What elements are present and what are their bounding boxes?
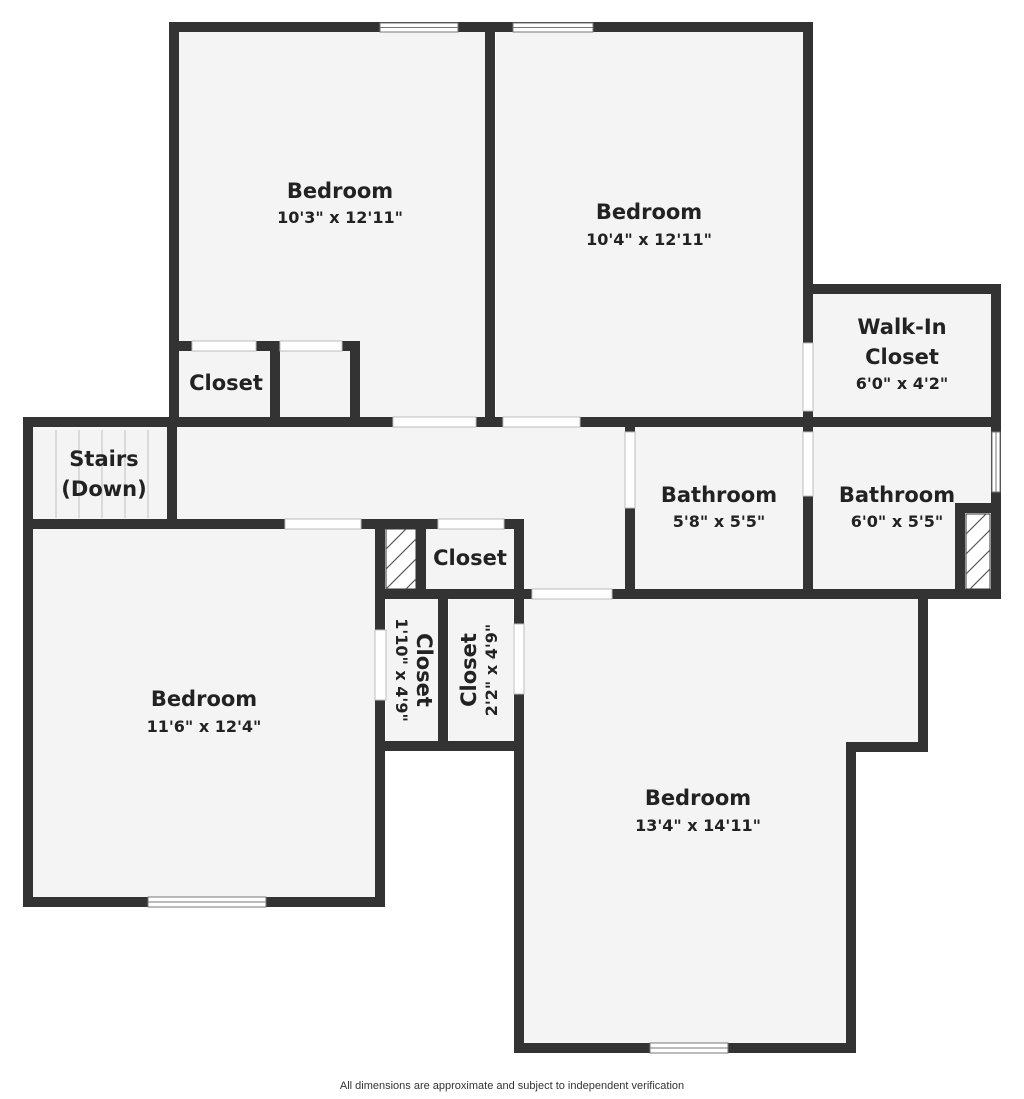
room-closet-vertical-left: Closet 1'10" x 4'9"	[392, 618, 436, 722]
room-bedroom-top-right: Bedroom 10'4" x 12'11"	[586, 200, 712, 249]
room-closet-top: Closet	[189, 371, 263, 395]
svg-text:Walk-In: Walk-In	[857, 315, 946, 339]
svg-text:6'0" x 4'2": 6'0" x 4'2"	[856, 374, 948, 393]
svg-text:Closet: Closet	[865, 345, 939, 369]
disclaimer-text: All dimensions are approximate and subje…	[339, 1080, 685, 1092]
walls	[23, 22, 1001, 1053]
floor-areas	[33, 32, 991, 1043]
room-stairs: Stairs (Down)	[61, 447, 146, 501]
svg-text:(Down): (Down)	[61, 477, 146, 501]
svg-text:Bathroom: Bathroom	[661, 483, 777, 507]
floor-hallway-lower	[523, 427, 625, 590]
hatched-shafts	[385, 513, 991, 590]
windows	[147, 22, 1001, 1054]
svg-text:Bathroom: Bathroom	[839, 483, 955, 507]
floor-bedroom-bottom	[523, 599, 918, 1043]
floor-closet-vertical-right	[449, 599, 513, 741]
svg-text:Closet: Closet	[189, 371, 263, 395]
room-bathroom-left: Bathroom 5'8" x 5'5"	[661, 483, 777, 531]
floor-bedroom-left	[33, 529, 375, 897]
svg-text:Closet: Closet	[412, 633, 436, 707]
svg-text:2'2" x 4'9": 2'2" x 4'9"	[482, 624, 501, 716]
room-bathroom-right: Bathroom 6'0" x 5'5"	[839, 483, 955, 531]
svg-text:11'6" x 12'4": 11'6" x 12'4"	[147, 717, 262, 736]
floor-closet-vertical-left	[386, 599, 438, 741]
floor-closet-small	[280, 351, 350, 418]
svg-text:Bedroom: Bedroom	[596, 200, 702, 224]
svg-text:6'0" x 5'5": 6'0" x 5'5"	[851, 512, 943, 531]
floor-bedroom-top-right	[496, 32, 803, 418]
svg-text:Closet: Closet	[433, 546, 507, 570]
room-closet-middle: Closet	[433, 546, 507, 570]
svg-text:13'4" x 14'11": 13'4" x 14'11"	[635, 816, 761, 835]
svg-text:5'8" x 5'5": 5'8" x 5'5"	[673, 512, 765, 531]
svg-text:10'4" x 12'11": 10'4" x 12'11"	[586, 230, 712, 249]
room-walk-in-closet: Walk-In Closet 6'0" x 4'2"	[856, 315, 948, 393]
room-bedroom-bottom: Bedroom 13'4" x 14'11"	[635, 786, 761, 835]
stairs-treads	[55, 430, 149, 518]
door-openings	[191, 340, 814, 701]
floor-closet-top	[179, 351, 270, 418]
svg-text:Bedroom: Bedroom	[645, 786, 751, 810]
svg-text:10'3" x 12'11": 10'3" x 12'11"	[277, 208, 403, 227]
svg-text:Bedroom: Bedroom	[287, 179, 393, 203]
floor-walk-in-closet	[813, 294, 991, 418]
svg-text:Bedroom: Bedroom	[151, 687, 257, 711]
svg-text:1'10" x 4'9": 1'10" x 4'9"	[392, 618, 411, 722]
svg-text:Stairs: Stairs	[69, 447, 138, 471]
room-bedroom-left: Bedroom 11'6" x 12'4"	[147, 687, 262, 736]
floor-closet-middle	[426, 529, 514, 589]
svg-text:Closet: Closet	[457, 633, 481, 707]
room-bedroom-top-left: Bedroom 10'3" x 12'11"	[277, 179, 403, 227]
room-closet-vertical-right: Closet 2'2" x 4'9"	[457, 624, 501, 716]
floor-bathroom-left	[635, 427, 803, 590]
